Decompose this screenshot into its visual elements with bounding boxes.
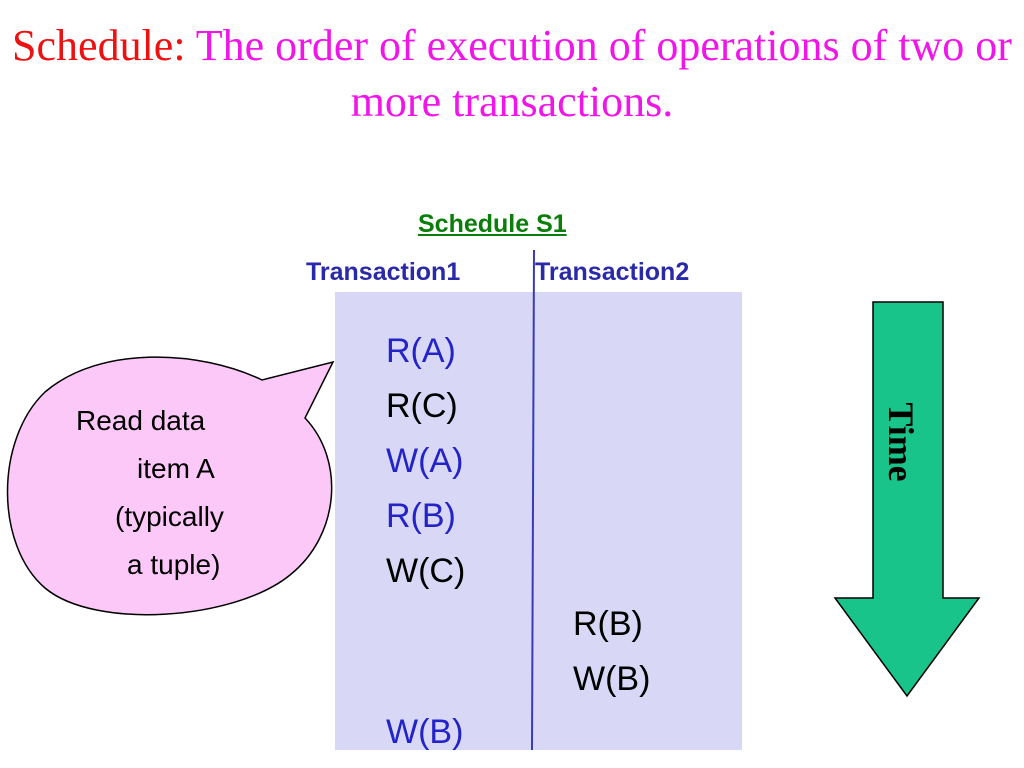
- title-lead: Schedule:: [12, 21, 186, 70]
- callout-line-2: item A: [137, 453, 215, 484]
- schedule-name: Schedule S1: [418, 210, 567, 238]
- column-divider-line: [531, 249, 535, 751]
- column-header-transaction1: Transaction1: [306, 258, 461, 286]
- column-header-transaction2: Transaction2: [535, 258, 690, 286]
- op-r-a: R(A): [386, 332, 456, 370]
- time-arrow: [833, 301, 981, 698]
- op-w-a: W(A): [386, 442, 464, 480]
- op-w-b-t2: W(B): [573, 660, 651, 698]
- speech-bubble: [6, 356, 335, 616]
- time-label: Time: [881, 402, 921, 482]
- callout-line-3: (typically: [115, 501, 224, 532]
- op-w-b-t1: W(B): [386, 713, 464, 751]
- op-r-c: R(C): [386, 387, 458, 425]
- op-w-c: W(C): [386, 552, 466, 590]
- slide-title: Schedule: The order of execution of oper…: [0, 18, 1024, 130]
- callout-line-4: a tuple): [127, 549, 221, 580]
- op-r-b-t2: R(B): [573, 605, 643, 643]
- title-rest: The order of execution of operations of …: [185, 21, 1012, 126]
- op-r-b-t1: R(B): [386, 497, 456, 535]
- callout-line-1: Read data: [76, 405, 206, 436]
- schedule-box: [335, 292, 742, 750]
